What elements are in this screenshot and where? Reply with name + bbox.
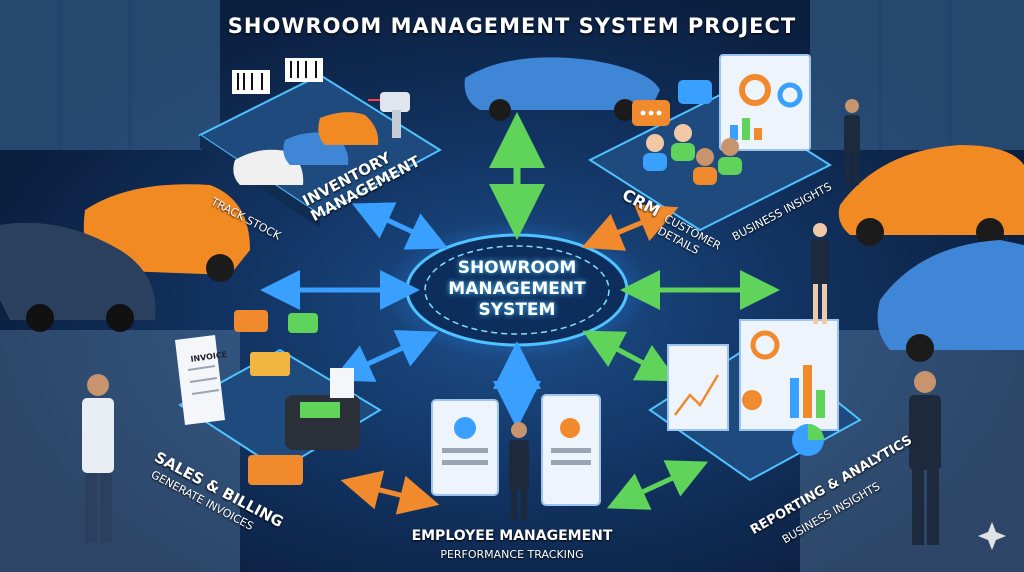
staff-figure xyxy=(844,99,860,185)
barcode-scanner-icon xyxy=(368,92,410,138)
staff-figure xyxy=(82,374,114,543)
sparkle-icon xyxy=(978,522,1006,550)
car-icon xyxy=(464,57,660,121)
car-icon xyxy=(0,222,156,332)
connection-arrows xyxy=(260,112,780,515)
pie-chart-icon xyxy=(742,330,824,456)
dashboard-screen-icon xyxy=(719,54,811,151)
hub-line: SHOWROOM xyxy=(457,258,577,278)
car-icon xyxy=(838,145,1024,246)
bar-chart-icon xyxy=(667,319,839,431)
hub-label: SHOWROOM MANAGEMENT SYSTEM xyxy=(432,258,602,321)
hub-line: SYSTEM xyxy=(478,300,556,320)
staff-figure xyxy=(811,223,829,324)
hub-line: MANAGEMENT xyxy=(448,279,586,299)
staff-figure xyxy=(509,422,529,520)
receipt-icon xyxy=(175,335,225,425)
card-terminal-icon xyxy=(285,368,360,450)
barcode-icon xyxy=(232,58,323,94)
id-card-icon xyxy=(431,394,601,506)
people-icon xyxy=(643,124,742,185)
car-icon xyxy=(233,112,379,185)
employee-subtitle: PERFORMANCE TRACKING xyxy=(440,548,584,561)
page-title: SHOWROOM MANAGEMENT SYSTEM PROJECT xyxy=(227,14,797,38)
staff-figure xyxy=(909,371,941,545)
employee-title: EMPLOYEE MANAGEMENT xyxy=(411,528,613,544)
credit-card-icon xyxy=(234,310,318,485)
chat-bubble-icon xyxy=(632,80,712,126)
car-icon xyxy=(877,240,1024,362)
